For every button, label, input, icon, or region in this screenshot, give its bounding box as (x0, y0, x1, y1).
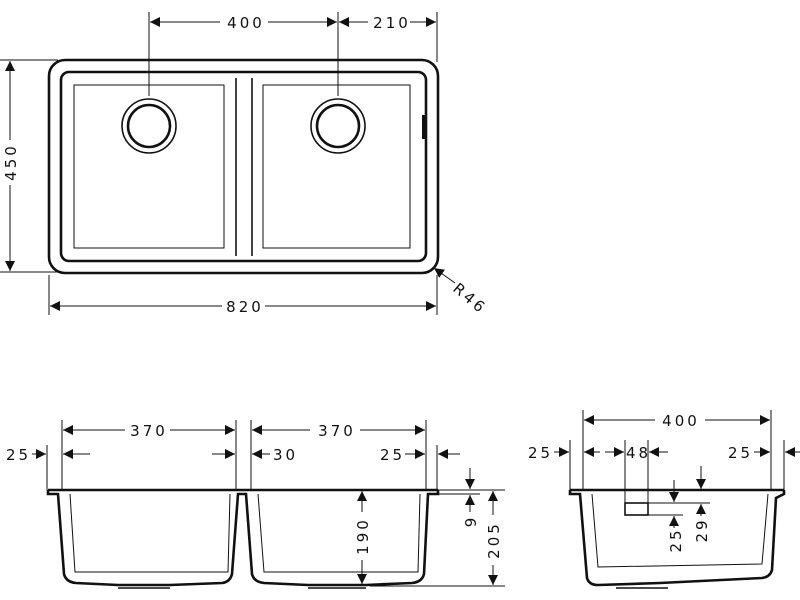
dim-label: 30 (273, 446, 298, 464)
dimension-side-rims: 25 48 25 (528, 444, 800, 462)
sink-inner-outline (59, 70, 428, 263)
front-view: 370 370 25 30 25 190 9 (6, 420, 505, 589)
dimension-overflow-top: 25 (667, 480, 685, 553)
overflow-opening (624, 502, 649, 516)
dimension-side-bowl-length: 400 (584, 412, 770, 430)
dim-label: 25 (6, 446, 31, 464)
right-basin-floor (262, 84, 411, 249)
dim-label: 450 (2, 143, 20, 181)
dim-label: 205 (485, 521, 503, 559)
side-bowl-profile (568, 490, 786, 587)
dimension-right-bowl-width: 370 (252, 422, 425, 440)
left-basin-floor (73, 84, 225, 249)
dim-label: 210 (373, 14, 411, 32)
dim-label: 400 (227, 14, 265, 32)
sink-outer-outline (47, 58, 440, 275)
dim-label: 370 (130, 422, 168, 440)
dimension-overall-width: 820 (50, 298, 436, 316)
dim-label: R46 (449, 279, 490, 318)
dim-label: 190 (354, 517, 372, 555)
dim-label: 29 (693, 517, 711, 542)
dim-label: 400 (662, 412, 700, 430)
left-bowl-profile (46, 490, 440, 587)
side-view: 400 25 48 25 25 29 (528, 410, 800, 589)
dimension-drain-offset: 210 (339, 14, 436, 32)
dimension-overall-height: 205 (485, 491, 503, 585)
right-drain-icon (310, 98, 366, 154)
dimension-depth: 450 (2, 61, 20, 271)
dimension-overflow-bottom: 29 (693, 466, 711, 543)
dim-label: 9 (462, 515, 480, 528)
dimension-rim-thickness: 9 (462, 468, 480, 527)
left-drain-icon (121, 98, 177, 154)
dimension-front-rims: 25 30 25 (6, 446, 460, 464)
top-view: 400 210 450 820 R46 (0, 12, 491, 318)
dim-label: 25 (728, 444, 753, 462)
dim-label: 25 (380, 446, 405, 464)
dimension-left-bowl-width: 370 (63, 422, 235, 440)
overflow-slot (422, 115, 426, 139)
dimension-bowl-depth: 190 (354, 491, 372, 584)
dim-label: 25 (667, 527, 685, 552)
dim-label: 820 (226, 298, 264, 316)
dimension-corner-radius: R46 (433, 267, 491, 318)
dimension-drain-spacing: 400 (150, 14, 337, 32)
dim-label: 48 (626, 444, 651, 462)
dim-label: 370 (318, 422, 356, 440)
dim-label: 25 (528, 444, 553, 462)
